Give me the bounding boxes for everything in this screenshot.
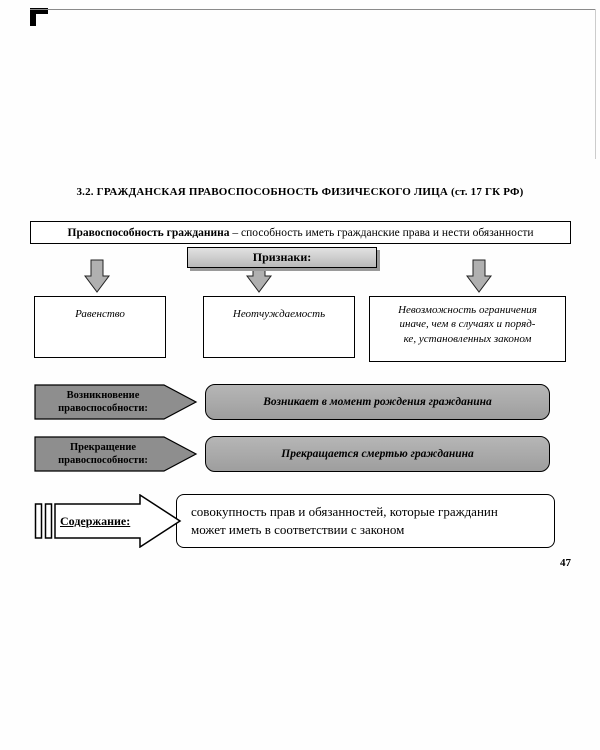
definition-box: Правоспособность гражданина – способност… [30,221,571,244]
feature-text: Невозможность ограничения иначе, чем в с… [398,304,537,345]
definition-text: – способность иметь гражданские права и … [229,226,534,239]
lifecycle-value-text: Прекращается смертью гражданина [281,448,474,460]
content-label: Содержание: [60,513,131,528]
page-title: 3.2. ГРАЖДАНСКАЯ ПРАВОСПОСОБНОСТЬ ФИЗИЧЕ… [76,186,524,198]
lifecycle-label-termination: Прекращение правоспособности: [34,436,198,472]
lifecycle-label-origin: Возникновение правоспособности: [34,384,198,420]
right-flag-icon [34,436,198,472]
page-number: 47 [560,557,571,569]
feature-text: Равенство [75,308,125,320]
big-right-arrow-icon [34,494,182,548]
down-arrow-icon [466,259,492,293]
feature-box-limitation: Невозможность ограничения иначе, чем в с… [369,296,566,362]
content-text: совокупность прав и обязанностей, которы… [191,504,498,537]
features-header: Признаки: [187,247,377,268]
lifecycle-value-text: Возникает в момент рождения гражданина [263,396,492,408]
right-flag-icon [34,384,198,420]
page-corner-mark [30,8,48,26]
feature-box-inalienability: Неотчуждаемость [203,296,355,358]
content-arrow: Содержание: [34,494,182,548]
feature-box-equality: Равенство [34,296,166,358]
content-box: совокупность прав и обязанностей, которы… [176,494,555,548]
lifecycle-value-termination: Прекращается смертью гражданина [205,436,550,472]
page-border-top [30,9,596,10]
page-border-right [595,9,596,159]
lifecycle-value-origin: Возникает в момент рождения гражданина [205,384,550,420]
lifecycle-label-text: Прекращение правоспособности: [58,441,148,466]
definition-term: Правоспособность гражданина – способност… [67,226,534,239]
lifecycle-label-text: Возникновение правоспособности: [58,389,148,414]
feature-text: Неотчуждаемость [232,308,326,320]
down-arrow-icon [84,259,110,293]
